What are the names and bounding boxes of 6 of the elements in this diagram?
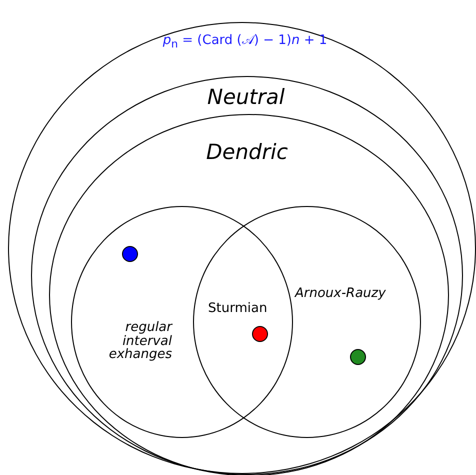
set-label: p$_{n}$ = (Card (𝒜) − 1)n + 1 — [162, 34, 328, 52]
set-label: regular interval exhanges — [108, 321, 172, 362]
set-label: Neutral — [206, 85, 286, 110]
set-label: Arnoux-Rauzy — [295, 287, 387, 302]
set-label: Dendric — [205, 140, 289, 164]
region-label: Sturmian — [208, 302, 268, 317]
